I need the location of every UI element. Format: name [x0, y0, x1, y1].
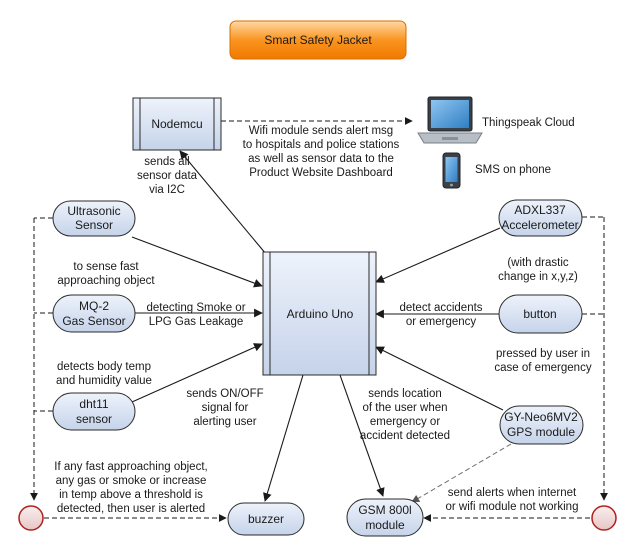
arrow-dht11-to-arduino [131, 343, 263, 403]
svg-text:sensor data: sensor data [137, 170, 198, 182]
svg-text:detecting Smoke or: detecting Smoke or [146, 302, 245, 314]
svg-text:to sense fast: to sense fast [73, 261, 139, 273]
svg-text:detect accidents: detect accidents [399, 302, 482, 314]
thingspeak-label: Thingspeak Cloud [482, 117, 575, 129]
svg-text:and humidity value: and humidity value [56, 375, 152, 387]
svg-text:sends all: sends all [144, 156, 189, 168]
alert-terminal-left [18, 505, 44, 531]
gsm-label-1: GSM 800l [358, 503, 411, 517]
svg-text:or emergency: or emergency [406, 316, 477, 328]
wifi-alert-text: Wifi module sends alert msg to hospitals… [243, 125, 400, 179]
mq2-label-1: MQ-2 [79, 299, 109, 313]
buzzer-desc-text: sends ON/OFF signal for alerting user [186, 388, 263, 428]
gps-node: GY-Neo6MV2 GPS module [499, 405, 584, 445]
buzzer-node: buzzer [227, 502, 305, 536]
arduino-label: Arduino Uno [287, 307, 354, 321]
svg-text:accident detected: accident detected [360, 430, 450, 442]
arduino-node: Arduino Uno [262, 251, 377, 376]
arrow-gps-to-gsm [411, 443, 512, 503]
svg-text:detected, then user is alerted: detected, then user is alerted [57, 503, 205, 515]
ultrasonic-desc-text: to sense fast approaching object [57, 261, 155, 287]
gsm-fallback-text: send alerts when internet or wifi module… [446, 487, 579, 513]
svg-text:Product Website Dashboard: Product Website Dashboard [249, 167, 393, 179]
ultrasonic-node: Ultrasonic Sensor [52, 200, 136, 237]
nodemcu-node: Nodemcu [132, 97, 222, 151]
adxl-node: ADXL337 Accelerometer [498, 199, 583, 237]
svg-text:or wifi module not working: or wifi module not working [446, 501, 579, 513]
ultrasonic-label-1: Ultrasonic [67, 204, 120, 218]
gps-label-1: GY-Neo6MV2 [504, 410, 578, 424]
gps-label-2: GPS module [507, 425, 575, 439]
button-desc-text: detect accidents or emergency [399, 302, 482, 328]
dht11-label-2: sensor [76, 412, 112, 426]
svg-text:case of emergency: case of emergency [494, 362, 591, 374]
svg-text:any gas or smoke or increase: any gas or smoke or increase [56, 475, 207, 487]
diagram-title: Smart Safety Jacket [264, 33, 372, 47]
arrow-arduino-to-nodemcu [179, 150, 267, 255]
svg-text:sends location: sends location [368, 388, 442, 400]
svg-text:to hospitals and police statio: to hospitals and police stations [243, 139, 400, 151]
laptop-icon [417, 96, 483, 144]
title-box: Smart Safety Jacket [229, 20, 407, 60]
arrow-adxl-to-arduino [375, 227, 501, 283]
svg-text:approaching object: approaching object [57, 275, 155, 287]
dht11-label-1: dht11 [79, 397, 108, 411]
gsm-label-2: module [365, 518, 405, 532]
alert-terminal-right [591, 505, 617, 531]
svg-text:pressed by user in: pressed by user in [496, 348, 590, 360]
dht11-node: dht11 sensor [52, 392, 136, 431]
mq2-desc-text: detecting Smoke or LPG Gas Leakage [146, 302, 245, 328]
nodemcu-label: Nodemcu [151, 117, 202, 131]
button-label: button [523, 307, 556, 321]
button-node: button [498, 294, 583, 334]
button-press-text: pressed by user in case of emergency [494, 348, 591, 374]
svg-text:LPG Gas Leakage: LPG Gas Leakage [149, 316, 244, 328]
svg-text:send alerts when internet: send alerts when internet [448, 487, 577, 499]
svg-text:If any fast approaching object: If any fast approaching object, [54, 461, 207, 473]
svg-text:in temp above a threshold is: in temp above a threshold is [59, 489, 203, 501]
arrow-arduino-to-buzzer [263, 374, 304, 502]
svg-text:emergency or: emergency or [370, 416, 440, 428]
alert-condition-text: If any fast approaching object, any gas … [54, 461, 207, 515]
adxl-label-1: ADXL337 [514, 203, 566, 217]
buzzer-label: buzzer [248, 512, 284, 526]
svg-text:signal for: signal for [202, 402, 249, 414]
svg-text:of the user when: of the user when [362, 402, 447, 414]
adxl-desc-text: (with drastic change in x,y,z) [498, 257, 578, 283]
svg-text:via I2C: via I2C [149, 184, 185, 196]
dht-desc-text: detects body temp and humidity value [56, 361, 152, 387]
ultrasonic-label-2: Sensor [75, 218, 113, 232]
sms-label: SMS on phone [475, 164, 551, 176]
svg-text:alerting user: alerting user [193, 416, 256, 428]
arrow-arduino-to-gsm [339, 374, 385, 497]
i2c-text: sends all sensor data via I2C [137, 156, 198, 196]
mq2-label-2: Gas Sensor [62, 314, 125, 328]
svg-text:sends ON/OFF: sends ON/OFF [186, 388, 263, 400]
gsm-node: GSM 800l module [346, 498, 424, 537]
svg-text:change in x,y,z): change in x,y,z) [498, 271, 578, 283]
arrow-gps-to-arduino [375, 346, 504, 411]
svg-text:as well as sensor data to the: as well as sensor data to the [248, 153, 394, 165]
gsm-desc-text: sends location of the user when emergenc… [360, 388, 450, 442]
adxl-label-2: Accelerometer [501, 218, 578, 232]
svg-text:(with drastic: (with drastic [507, 257, 569, 269]
phone-icon [442, 152, 461, 189]
arrow-ultrasonic-to-arduino [131, 236, 263, 288]
svg-text:detects body temp: detects body temp [57, 361, 151, 373]
svg-text:Wifi module sends alert msg: Wifi module sends alert msg [249, 125, 393, 137]
mq2-node: MQ-2 Gas Sensor [52, 294, 136, 333]
